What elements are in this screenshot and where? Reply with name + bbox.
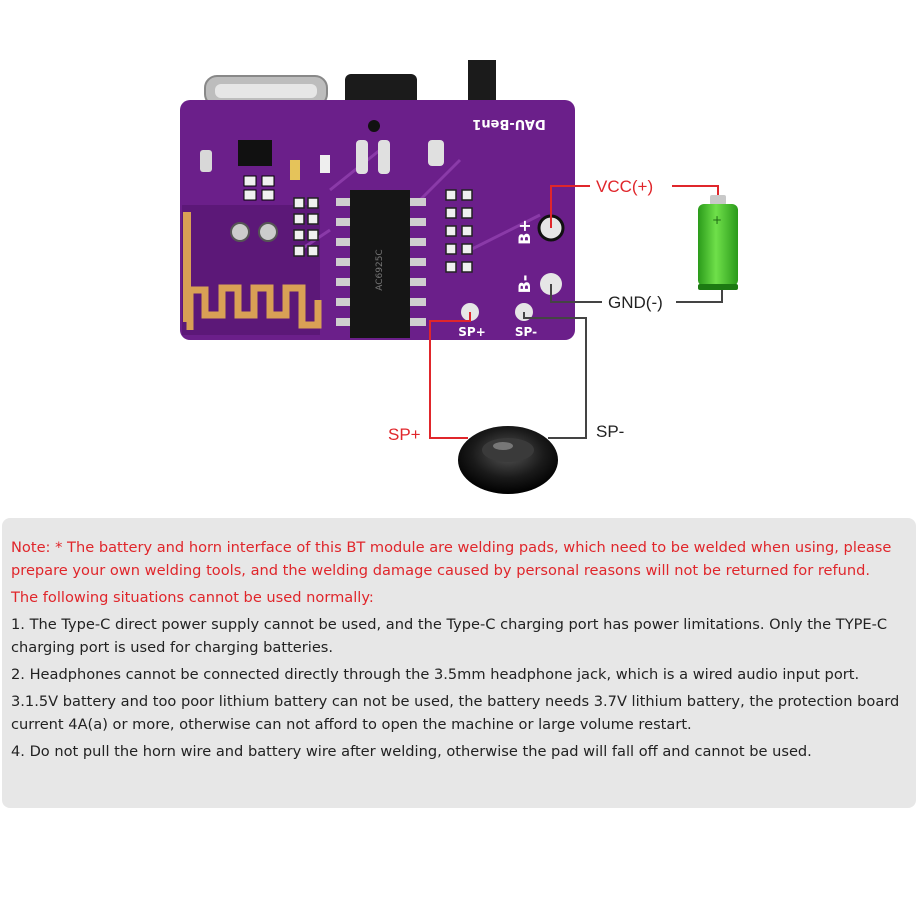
main-ic-chip: AC6925C (336, 190, 426, 338)
sp-plus-silkscreen: SP+ (458, 325, 486, 339)
gnd-label: GND(-) (608, 293, 663, 312)
battery-icon: + (698, 195, 738, 290)
svg-text:+: + (712, 213, 722, 227)
sp-plus-label: SP+ (388, 425, 421, 444)
antenna-trace (186, 284, 322, 330)
gnd-wire (550, 284, 723, 303)
notes-panel: Note: * The battery and horn interface o… (2, 518, 916, 808)
vcc-label: VCC(+) (596, 177, 653, 196)
sp-minus-wire (523, 312, 587, 439)
usb-c-port (204, 75, 328, 107)
note-item-4: 4. Do not pull the horn wire and battery… (11, 743, 812, 760)
b-plus-silkscreen: B+ (515, 219, 534, 245)
speaker-icon (458, 426, 558, 494)
sp-plus-wire (429, 312, 471, 439)
note-item-3: 3.1.5V battery and too poor lithium batt… (11, 693, 900, 733)
pcb-board: AC6925C DAU-Ben1 B+ B- SP+ SP- (180, 100, 575, 340)
notes-heading: The following situations cannot be used … (11, 589, 374, 606)
note-item-2: 2. Headphones cannot be connected direct… (11, 666, 860, 683)
sp-minus-silkscreen: SP- (515, 325, 537, 339)
board-silkscreen: DAU-Ben1 (472, 116, 545, 131)
sp-minus-label: SP- (596, 422, 624, 441)
wiring-diagram: AC6925C DAU-Ben1 B+ B- SP+ SP- + VCC(+) … (180, 60, 738, 494)
chip-label: AC6925C (375, 249, 385, 290)
headphone-jack (345, 74, 417, 108)
b-minus-silkscreen: B- (515, 275, 534, 294)
power-switch (468, 60, 496, 102)
welding-note: Note: * The battery and horn interface o… (11, 539, 892, 579)
note-item-1: 1. The Type-C direct power supply cannot… (11, 616, 888, 656)
